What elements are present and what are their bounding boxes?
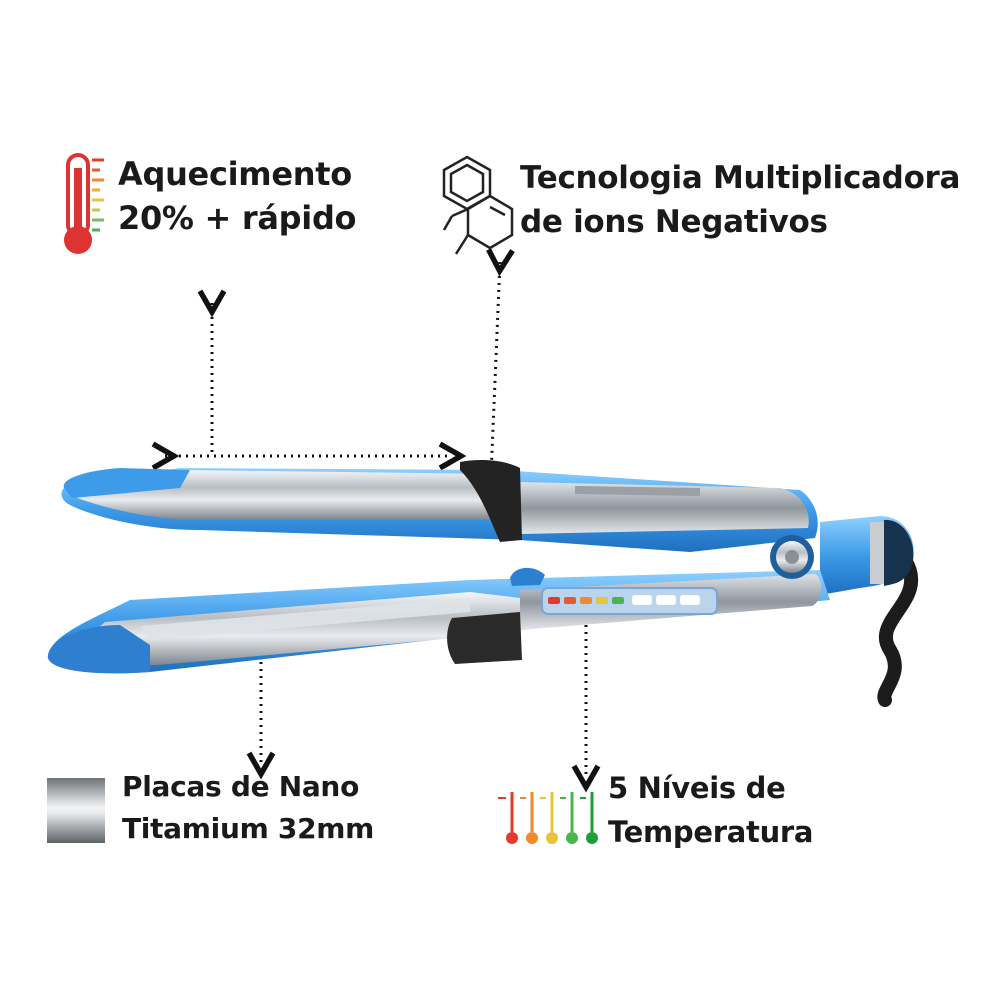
temperature-feature-text: 5 Níveis de Temperatura [608,766,814,854]
heating-line-1: Aquecimento [118,155,352,193]
plates-line-2: Titamium 32mm [122,812,375,845]
ion-line-1: Tecnologia Multiplicadora [520,160,961,196]
plates-feature-text: Placas de Nano Titamium 32mm [122,766,374,850]
metal-plate-swatch-icon [47,778,105,843]
temperature-levels-icon [498,792,598,844]
dotted-arrows [151,248,601,793]
molecule-icon [442,155,514,255]
heating-feature-text: Aquecimento 20% + rápido [118,152,357,240]
ion-line-2: de ions Negativos [520,204,828,240]
hair-straightener-image [47,460,919,707]
temperature-line-1: 5 Níveis de [608,771,786,805]
temperature-line-2: Temperatura [608,815,814,849]
plates-line-1: Placas de Nano [122,770,359,803]
heating-line-2: 20% + rápido [118,199,357,237]
thermometer-icon [64,153,104,254]
ion-feature-text: Tecnologia Multiplicadora de ions Negati… [520,156,960,244]
